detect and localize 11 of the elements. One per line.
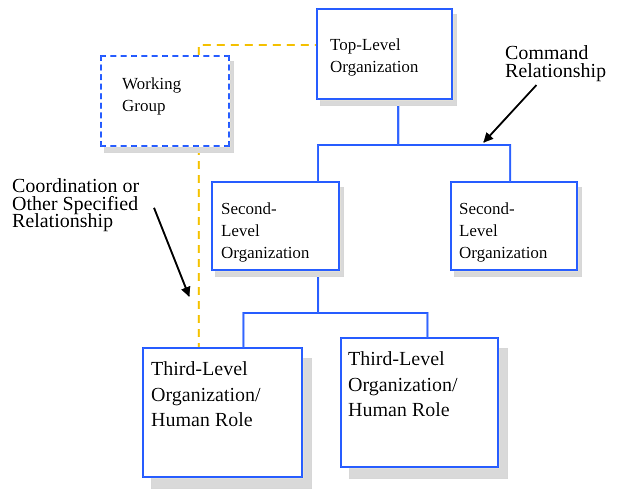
box-label: Top-Level Organization bbox=[330, 34, 420, 78]
box-label: Third-Level Organization/ Human Role bbox=[151, 357, 261, 434]
box-label: Working Group bbox=[122, 73, 182, 116]
dashed-connector bbox=[198, 44, 316, 55]
box-label: Third-Level Organization/ Human Role bbox=[348, 347, 458, 424]
leader-arrow bbox=[483, 84, 538, 143]
leader-arrow bbox=[153, 207, 190, 297]
annotation-text: Coordination or Other Specified Relationship bbox=[12, 178, 140, 231]
annotation-text: Command Relationship bbox=[505, 45, 608, 80]
box-label: Second-Level Organization bbox=[459, 198, 548, 264]
box-label: Second-Level Organization bbox=[221, 198, 310, 264]
